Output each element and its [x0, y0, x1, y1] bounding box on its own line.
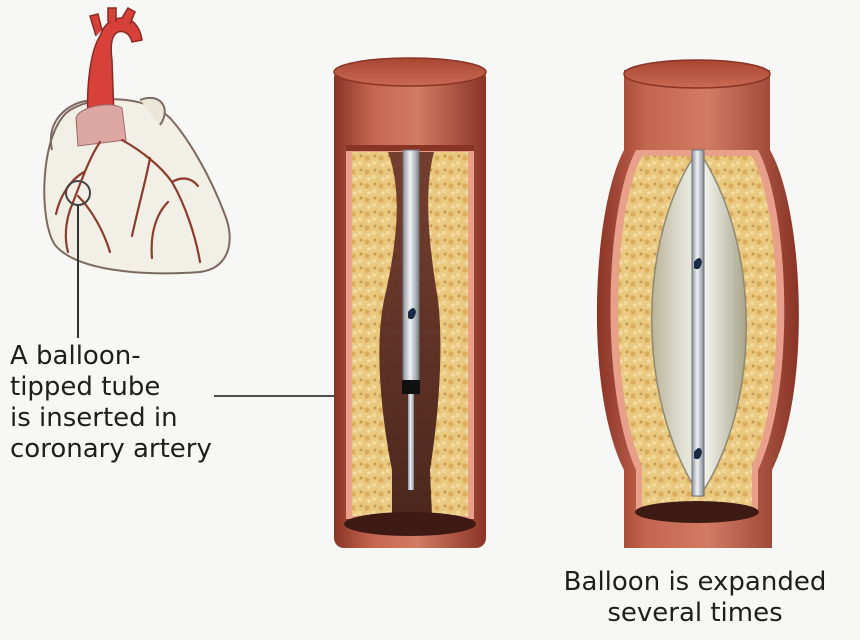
expansion-caption-line-1: Balloon is expanded [530, 567, 860, 598]
heart-illustration [44, 8, 229, 338]
expanded-catheter-tube [692, 150, 704, 496]
catheter-tube [403, 150, 419, 386]
expanded-artery-top-opening [624, 60, 770, 88]
pulmonary-trunk [76, 105, 126, 146]
artery-bottom-opening [344, 512, 476, 536]
artery-with-catheter [334, 58, 486, 548]
expanded-artery-bottom-opening [635, 501, 759, 523]
balloon-marker-band [402, 380, 420, 394]
artery-with-expanded-balloon [597, 60, 799, 548]
insertion-caption-line-2: tipped tube [10, 372, 212, 403]
insertion-caption-line-3: is inserted in [10, 403, 212, 434]
insertion-caption-line-4: coronary artery [10, 434, 212, 465]
guide-wire [408, 394, 414, 490]
expansion-caption: Balloon is expanded several times [530, 567, 860, 629]
expansion-caption-line-2: several times [530, 598, 860, 629]
heart-body [44, 99, 229, 273]
insertion-caption-line-1: A balloon- [10, 341, 212, 372]
artery-top-opening [334, 58, 486, 86]
insertion-caption: A balloon- tipped tube is inserted in co… [10, 341, 212, 465]
